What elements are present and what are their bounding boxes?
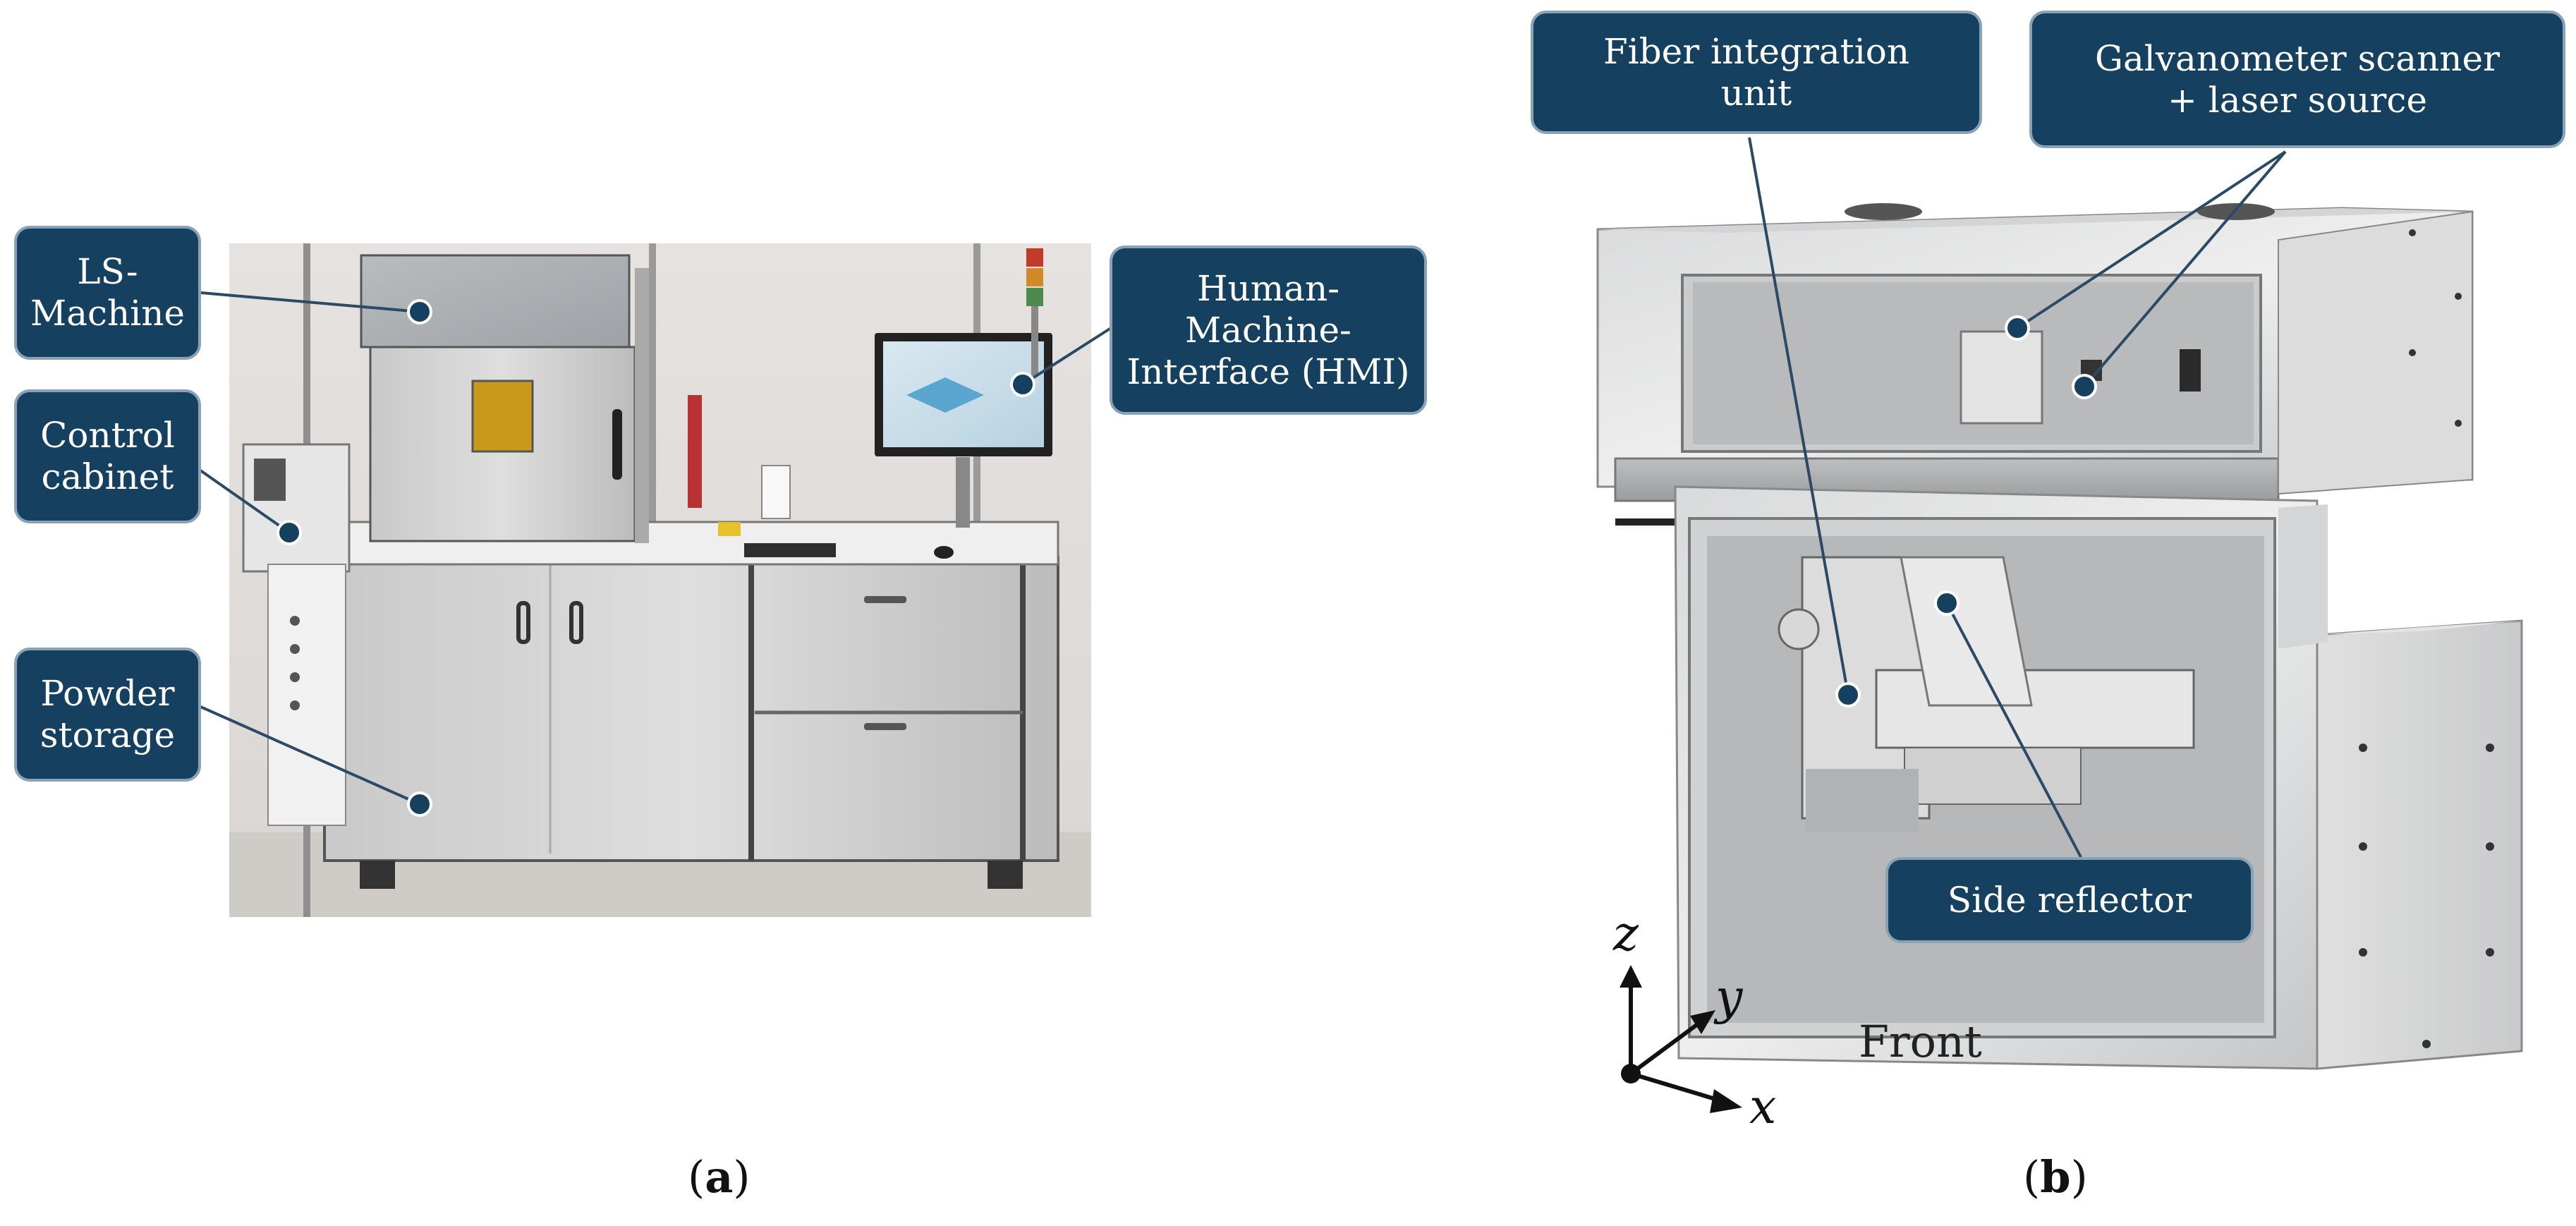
front-label: Front	[1859, 1016, 1982, 1067]
axis-triad	[1620, 965, 1742, 1113]
galvanometer-scanner-label: Galvanometer scanner + laser source	[2029, 11, 2565, 148]
axis-y-label: y	[1715, 970, 1743, 1026]
fiber-integration-unit-label: Fiber integration unit	[1531, 11, 1982, 134]
side-reflector-label: Side reflector	[1885, 857, 2254, 943]
axis-z-label: z	[1613, 906, 1639, 962]
panel-b-caption: (b)	[2023, 1151, 2088, 1203]
panel-a-caption: (a)	[688, 1151, 751, 1203]
axis-x-label: x	[1749, 1079, 1777, 1135]
ls-machine-label: LS- Machine	[14, 226, 201, 360]
powder-storage-label: Powder storage	[14, 648, 201, 782]
hmi-label: Human- Machine- Interface (HMI)	[1110, 245, 1427, 415]
control-cabinet-label: Control cabinet	[14, 389, 201, 523]
